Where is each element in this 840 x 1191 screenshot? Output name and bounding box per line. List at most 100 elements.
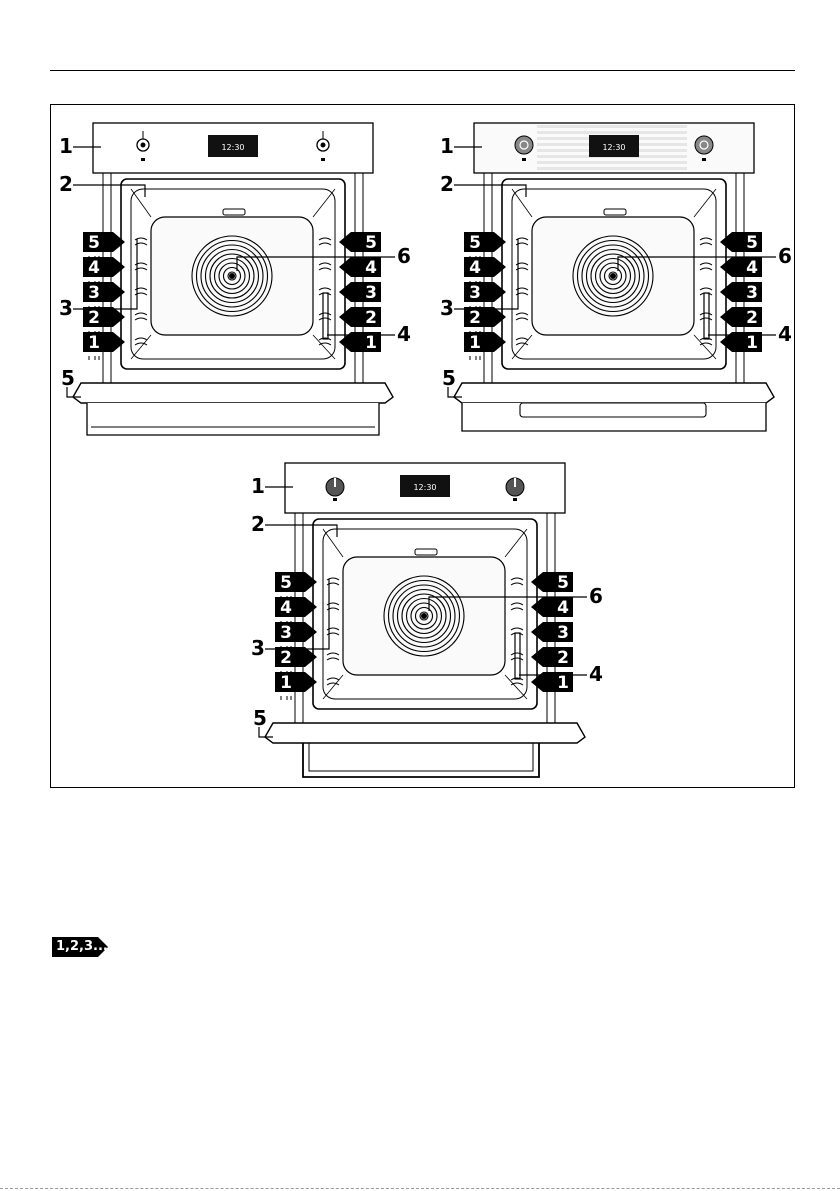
shelf-tag-left-3: 3 <box>275 622 317 643</box>
panel-rib <box>537 161 687 164</box>
door-handle-frame <box>303 743 539 777</box>
callout-number: 1 <box>251 474 265 498</box>
door-top <box>265 723 585 743</box>
shelf-tag-left-2: 2 <box>275 647 317 668</box>
door-top <box>454 383 774 403</box>
callout-number: 5 <box>442 366 456 390</box>
callout-number: 1 <box>59 134 73 158</box>
tag-label: 4 <box>469 258 481 278</box>
tag-label: 4 <box>365 258 377 278</box>
knob-label-mark <box>702 158 706 161</box>
knob-label-mark <box>522 158 526 161</box>
callout-number: 2 <box>440 172 454 196</box>
shelf-tag-left-3: 3 <box>464 282 506 303</box>
callout-number: 6 <box>589 584 603 608</box>
tag-label: 3 <box>365 283 377 303</box>
tag-label: 5 <box>365 233 377 253</box>
door-top <box>73 383 393 403</box>
tag-label: 5 <box>469 233 481 253</box>
door-body <box>87 403 379 435</box>
tag-label: 1 <box>557 673 569 693</box>
tag-label: 5 <box>557 573 569 593</box>
callout-number: 3 <box>59 296 73 320</box>
tag-label: 4 <box>88 258 100 278</box>
oven-figure-svg: 12:30554433221112345612:3055443322111234… <box>51 105 794 787</box>
tag-label: 5 <box>88 233 100 253</box>
callout-number: 1 <box>440 134 454 158</box>
header-rule <box>50 70 795 71</box>
tag-label: 1 <box>365 333 377 353</box>
tick-marks <box>281 696 291 700</box>
callout-number: 2 <box>251 512 265 536</box>
callout-number: 4 <box>397 322 411 346</box>
fan-hub <box>421 613 427 619</box>
shelf-tag-left-3: 3 <box>83 282 125 303</box>
display-time: 12:30 <box>413 483 436 492</box>
tag-label: 3 <box>746 283 758 303</box>
callout-number: 4 <box>589 662 603 686</box>
knob-body <box>695 136 713 154</box>
clock-display: 12:30 <box>400 475 450 497</box>
shelf-tag-left-5: 5 <box>275 572 317 593</box>
callout-number: 5 <box>61 366 75 390</box>
lamp <box>223 209 245 215</box>
shelf-tag-left-5: 5 <box>464 232 506 253</box>
tag-label: 5 <box>280 573 292 593</box>
callout-number: 3 <box>440 296 454 320</box>
shelf-tag-left-1: 1 <box>275 672 317 693</box>
knob-label-mark <box>333 498 337 501</box>
panel-rib <box>537 131 687 134</box>
knob-label-mark <box>321 158 325 161</box>
right-side-wall <box>736 173 744 387</box>
panel-rib <box>537 125 687 128</box>
callout-number: 2 <box>59 172 73 196</box>
knob-label-mark <box>513 498 517 501</box>
knob-label-mark <box>141 158 145 161</box>
legend-tag: 1,2,3... <box>52 937 108 957</box>
tick-marks <box>89 356 99 360</box>
tick-marks <box>470 356 480 360</box>
shelf-tag-left-4: 4 <box>83 257 125 278</box>
shelf-tag-left-1: 1 <box>464 332 506 353</box>
shelf-tag-left-4: 4 <box>275 597 317 618</box>
left-side-wall <box>103 173 111 387</box>
knob-center <box>141 143 146 148</box>
shelf-tag-left-5: 5 <box>83 232 125 253</box>
oven-door <box>73 383 393 435</box>
tag-label: 1 <box>746 333 758 353</box>
display-time: 12:30 <box>221 143 244 152</box>
oven-bottom-center: 12:305544332211123456 <box>251 463 603 777</box>
legend-tag-label: 1,2,3... <box>56 939 108 954</box>
shelf-tag-left-2: 2 <box>83 307 125 328</box>
tag-label: 3 <box>557 623 569 643</box>
tag-label: 2 <box>280 648 292 668</box>
tag-label: 2 <box>365 308 377 328</box>
tag-label: 5 <box>746 233 758 253</box>
tag-label: 4 <box>746 258 758 278</box>
lamp <box>415 549 437 555</box>
tag-label: 4 <box>557 598 569 618</box>
oven-door <box>454 383 774 431</box>
clock-display: 12:30 <box>589 135 639 157</box>
fan-hub <box>229 273 235 279</box>
callout-number: 3 <box>251 636 265 660</box>
display-time: 12:30 <box>602 143 625 152</box>
tag-label: 3 <box>469 283 481 303</box>
tag-label: 1 <box>88 333 100 353</box>
shelf-tag-left-4: 4 <box>464 257 506 278</box>
shelf-tag-left-2: 2 <box>464 307 506 328</box>
callout-number: 6 <box>778 244 792 268</box>
oven-door <box>265 723 585 777</box>
tag-label: 1 <box>469 333 481 353</box>
tag-label: 2 <box>557 648 569 668</box>
clock-display: 12:30 <box>208 135 258 157</box>
tag-label: 3 <box>280 623 292 643</box>
door-handle-inner <box>309 743 533 771</box>
fan-hub <box>610 273 616 279</box>
left-side-wall <box>484 173 492 387</box>
right-side-wall <box>547 513 555 727</box>
panel-rib <box>537 167 687 170</box>
callout-number: 4 <box>778 322 792 346</box>
